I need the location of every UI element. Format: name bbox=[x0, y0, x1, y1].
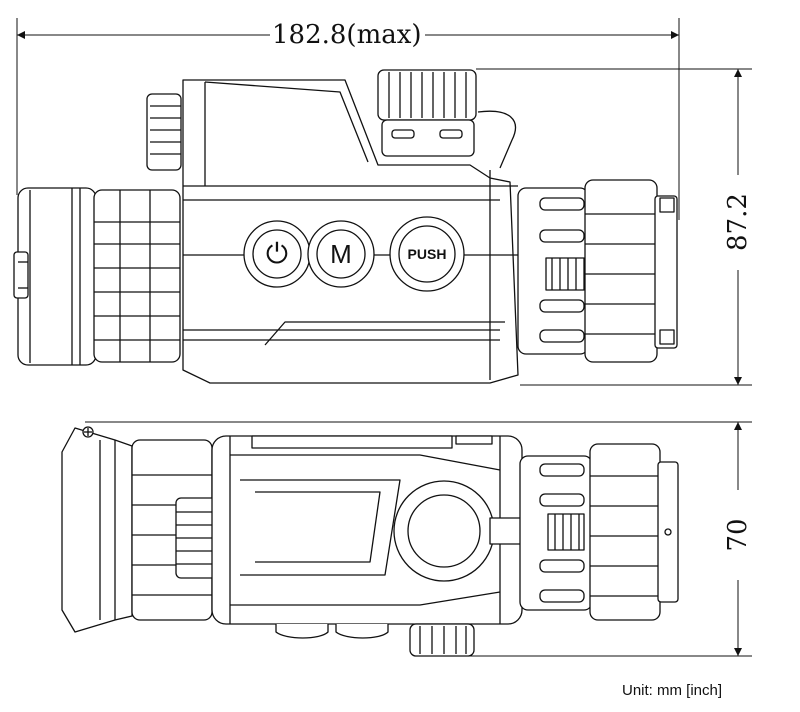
dimension-width bbox=[85, 421, 752, 657]
menu-button: M bbox=[317, 230, 365, 278]
push-button: PUSH bbox=[399, 238, 455, 270]
power-button: ⏻ bbox=[253, 230, 301, 278]
height-label: 87.2 bbox=[723, 193, 753, 251]
side-buttons bbox=[243, 216, 465, 292]
top-diopter-ring bbox=[131, 439, 219, 621]
top-lens-adaptor bbox=[519, 443, 679, 621]
units-note: Unit: mm [inch] bbox=[622, 682, 723, 699]
dimension-overall-length bbox=[16, 18, 680, 220]
top-focus-knob bbox=[393, 480, 523, 582]
top-bottom-buttons bbox=[275, 623, 475, 657]
side-lens-adaptor bbox=[517, 179, 678, 363]
overall-length-label: 182.8(max) bbox=[272, 20, 422, 50]
side-focus-knob bbox=[377, 69, 517, 169]
side-view bbox=[13, 69, 678, 384]
menu-label: M bbox=[330, 239, 352, 269]
push-label: PUSH bbox=[407, 246, 447, 262]
side-top-knob bbox=[146, 93, 182, 171]
power-icon: ⏻ bbox=[265, 237, 289, 270]
top-view bbox=[61, 426, 679, 657]
side-eyecup bbox=[13, 187, 97, 366]
dimension-height bbox=[476, 68, 752, 386]
width-label: 70 bbox=[723, 518, 753, 552]
side-diopter-ring bbox=[93, 189, 181, 363]
top-eyecup bbox=[61, 426, 133, 633]
